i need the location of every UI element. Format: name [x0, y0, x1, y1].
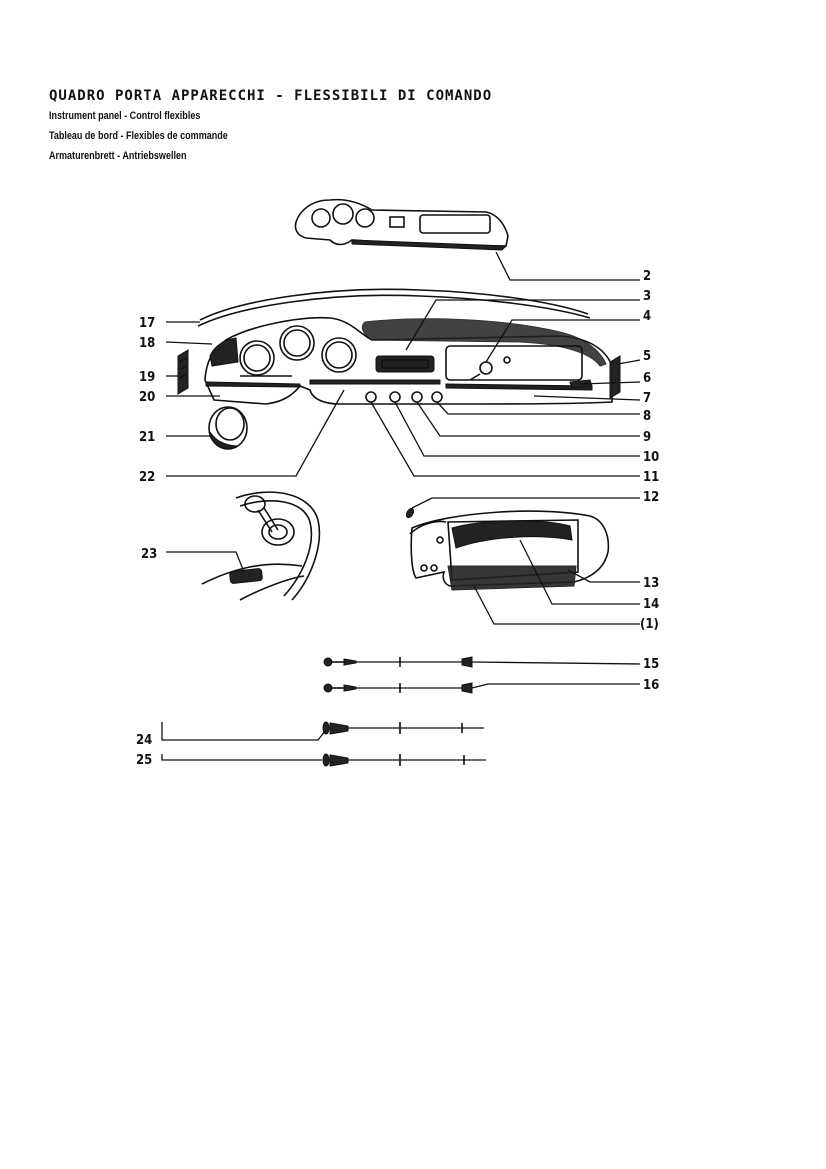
part-left-vent: [177, 349, 189, 395]
heading-english: Instrument panel - Control flexibles: [49, 110, 201, 122]
part-right-vent: [609, 355, 621, 399]
callout-labels: 2 3 4 5 6 7 8 9 10 11 12 13 14 (1) 15 16…: [136, 269, 659, 768]
part-cable-16: [323, 682, 473, 694]
callout-1: (1): [640, 617, 659, 632]
part-cable-25: [322, 753, 486, 767]
callout-18: 18: [139, 336, 155, 351]
callout-25: 25: [136, 753, 152, 768]
part-cable-24: [322, 721, 484, 735]
callout-8: 8: [643, 409, 651, 424]
part-dashboard: [204, 316, 613, 405]
heading-german: Armaturenbrett - Antriebswellen: [49, 150, 187, 162]
callout-14: 14: [643, 597, 659, 612]
callout-6: 6: [643, 371, 651, 386]
callout-16: 16: [643, 678, 659, 693]
callout-20: 20: [139, 390, 155, 405]
heading-french: Tableau de bord - Flexibles de commande: [49, 130, 228, 142]
callout-11: 11: [643, 470, 659, 485]
part-top-pad: [197, 288, 591, 327]
callout-9: 9: [643, 430, 651, 445]
callout-23: 23: [141, 547, 157, 562]
callout-10: 10: [643, 450, 659, 465]
part-cable-15: [323, 656, 473, 668]
part-instrument-cover: [294, 198, 509, 251]
callout-2: 2: [643, 269, 651, 284]
callout-19: 19: [139, 370, 155, 385]
callout-15: 15: [643, 657, 659, 672]
callout-22: 22: [139, 470, 155, 485]
callout-21: 21: [139, 430, 155, 445]
callout-5: 5: [643, 349, 651, 364]
callout-12: 12: [643, 490, 659, 505]
callout-24: 24: [136, 733, 152, 748]
leader-lines: [161, 251, 641, 761]
heading-italian: QUADRO PORTA APPARECCHI - FLESSIBILI DI …: [49, 88, 493, 104]
callout-7: 7: [643, 391, 651, 406]
callout-13: 13: [643, 576, 659, 591]
part-gear-lever: [201, 491, 321, 601]
callout-17: 17: [139, 316, 155, 331]
part-gauge-ring: [208, 406, 248, 450]
callout-4: 4: [643, 309, 651, 324]
callout-3: 3: [643, 289, 651, 304]
part-glovebox: [405, 507, 610, 591]
